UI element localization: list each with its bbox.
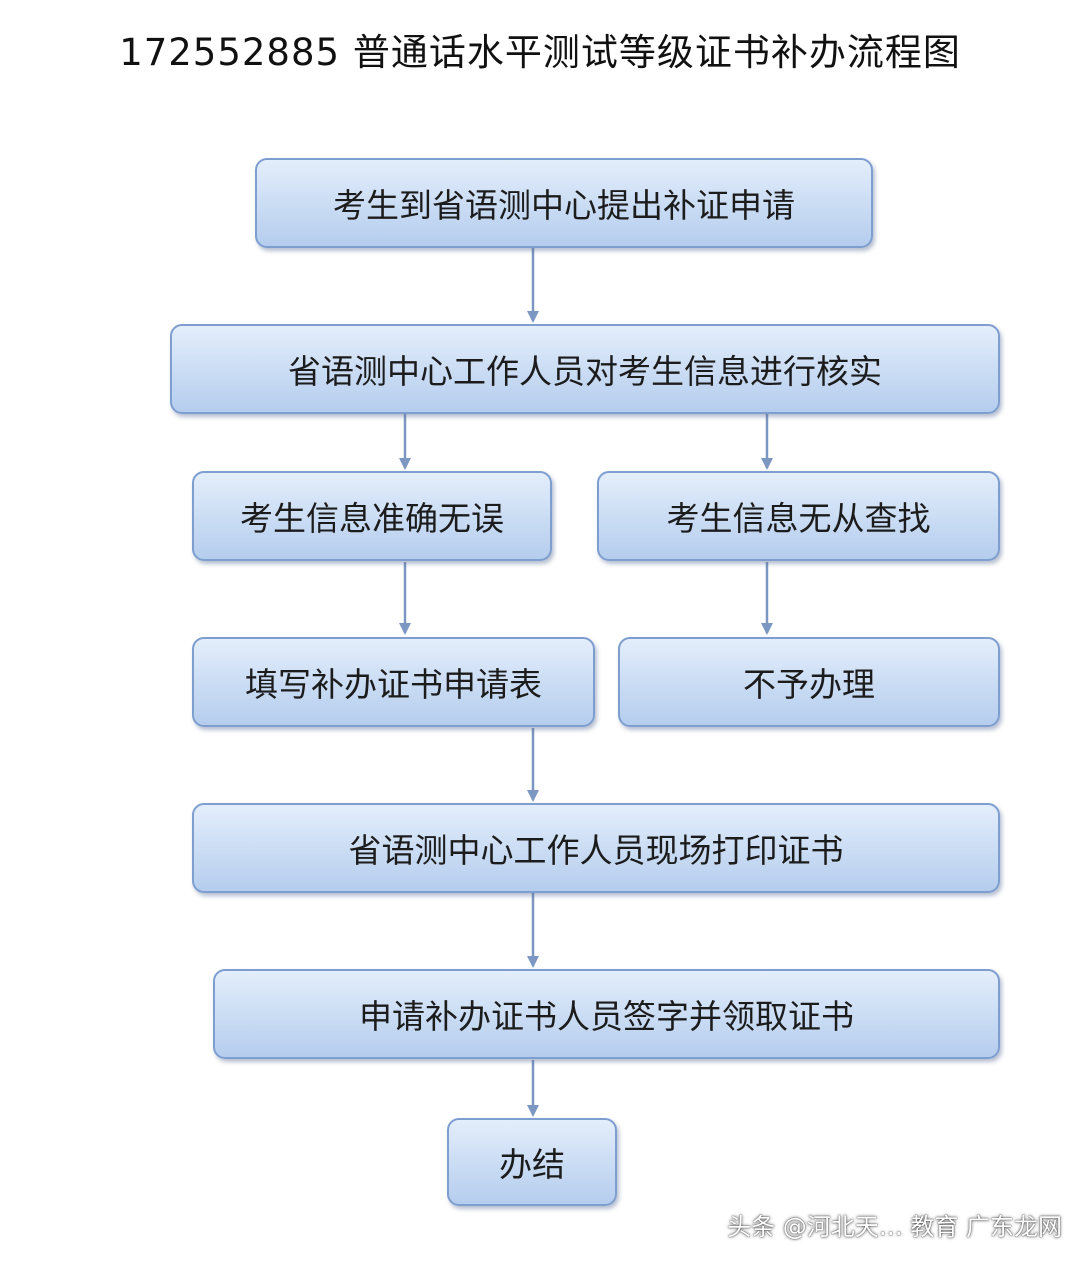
node-info-not-found: 考生信息无从查找: [597, 471, 1000, 561]
node-not-processed: 不予办理: [618, 637, 1000, 727]
watermark-text: 头条 @河北天… 教育 广东龙网: [727, 1213, 1062, 1241]
diagram-title: 172552885 普通话水平测试等级证书补办流程图: [119, 31, 961, 74]
node-completed: 办结: [447, 1118, 617, 1206]
node-print-certificate: 省语测中心工作人员现场打印证书: [192, 803, 1000, 893]
node-apply: 考生到省语测中心提出补证申请: [255, 158, 873, 248]
node-info-correct: 考生信息准确无误: [192, 471, 552, 561]
node-verify: 省语测中心工作人员对考生信息进行核实: [170, 324, 1000, 414]
node-sign-and-collect: 申请补办证书人员签字并领取证书: [213, 969, 1000, 1059]
node-fill-form: 填写补办证书申请表: [192, 637, 595, 727]
